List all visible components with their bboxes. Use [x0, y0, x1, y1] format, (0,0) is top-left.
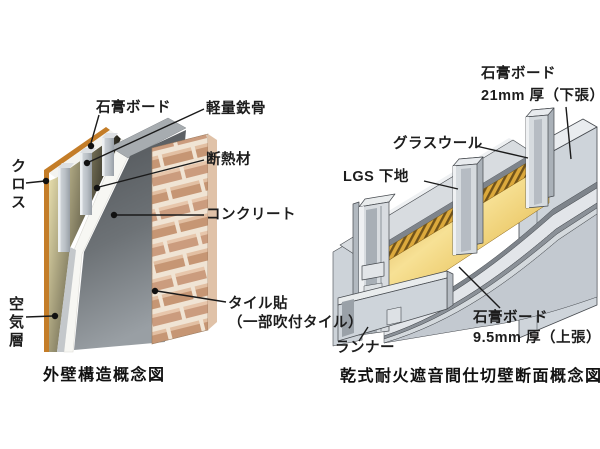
air-gap [57, 247, 76, 352]
right-caption: 乾式耐火遮音間仕切壁断面概念図 [340, 368, 600, 385]
left-wall-art [25, 108, 227, 353]
label-insulation: 断熱材 [206, 152, 251, 168]
lgs-stud-mid [452, 156, 484, 256]
label-lgs-base: LGS 下地 [343, 169, 409, 185]
right-leader-lines [358, 106, 572, 342]
board-gap-shadow [360, 153, 538, 261]
tile-side [208, 134, 217, 330]
label-glass-wool: グラスウール [393, 136, 483, 152]
label-gypsum21-2: 21mm 厚（下張） [481, 88, 600, 104]
label-gypsum95-2: 9.5mm 厚（上張） [473, 330, 600, 346]
label-concrete: コンクリート [206, 207, 296, 223]
label-light-steel: 軽量鉄骨 [206, 101, 266, 117]
label-cloth: クロス [9, 158, 26, 212]
left-leader-dots [42, 142, 159, 320]
label-gypsum21-1: 石膏ボード [481, 66, 556, 82]
label-air-layer: 空気層 [7, 296, 24, 350]
label-gypsum95-1: 石膏ボード [473, 310, 548, 326]
lgs-stud-far [525, 107, 555, 209]
label-tile-1: タイル貼 [228, 296, 288, 312]
label-runner: ランナー [335, 340, 395, 356]
left-caption: 外壁構造概念図 [43, 367, 166, 384]
left-leader-lines [25, 108, 227, 318]
runner-channel [337, 270, 454, 342]
label-gypsum-board: 石膏ボード [96, 100, 171, 116]
right-wall-art [332, 106, 598, 347]
concrete-top [109, 117, 187, 159]
steel-stud-group [58, 133, 118, 252]
label-tile-2: （一部吹付タイル） [228, 315, 363, 331]
